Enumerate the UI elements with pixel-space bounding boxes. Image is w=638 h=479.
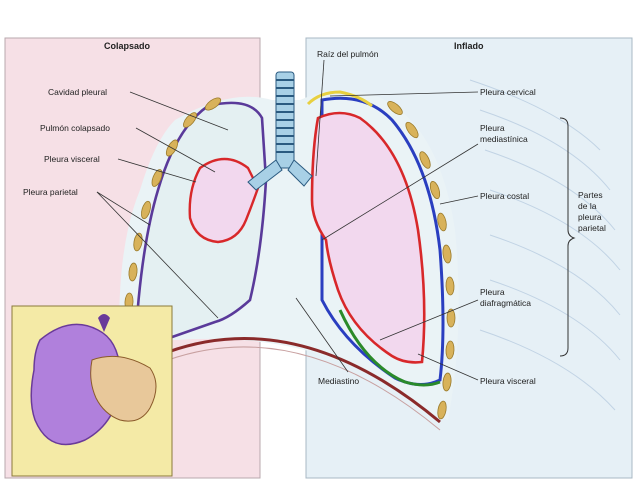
collapsed-lung [188,157,260,244]
diaphragm-outer [167,346,441,431]
label-pleura-costal: Pleura costal [480,191,530,201]
background-ribs [469,79,621,411]
right-pleura-green [338,309,441,387]
right-lung [310,111,426,364]
label-pleura-mediastinica-2: mediastínica [480,134,528,144]
label-partes-3: pleura [578,212,602,222]
label-pleura-diafragmatica-2: diafragmática [480,298,532,308]
balloon-inset [11,305,173,477]
label-mediastino: Mediastino [318,376,360,386]
label-pleura-parietal: Pleura parietal [23,187,78,197]
partes-brace [559,117,576,357]
diaphragm [167,337,441,424]
right-pleura-yellow [306,90,373,108]
label-partes-4: parietal [578,223,606,233]
label-pleura-diafragmatica-1: Pleura [480,287,505,297]
leader-lines [96,59,479,381]
label-pleura-mediastinica-1: Pleura [480,123,505,133]
label-pulmon-colapsado: Pulmón colapsado [40,123,110,133]
header-inflated: Inflado [454,41,484,51]
label-partes-2: de la [578,201,597,211]
label-cavidad-pleural: Cavidad pleural [48,87,108,97]
label-pleura-visceral-left: Pleura visceral [44,154,100,164]
header-collapsed: Colapsado [104,41,151,51]
label-raiz-pulmon: Raíz del pulmón [317,49,379,59]
label-pleura-visceral-right: Pleura visceral [480,376,536,386]
label-pleura-cervical: Pleura cervical [480,87,536,97]
right-ribs [387,101,456,420]
trachea [247,71,313,191]
label-partes-1: Partes [578,190,603,200]
